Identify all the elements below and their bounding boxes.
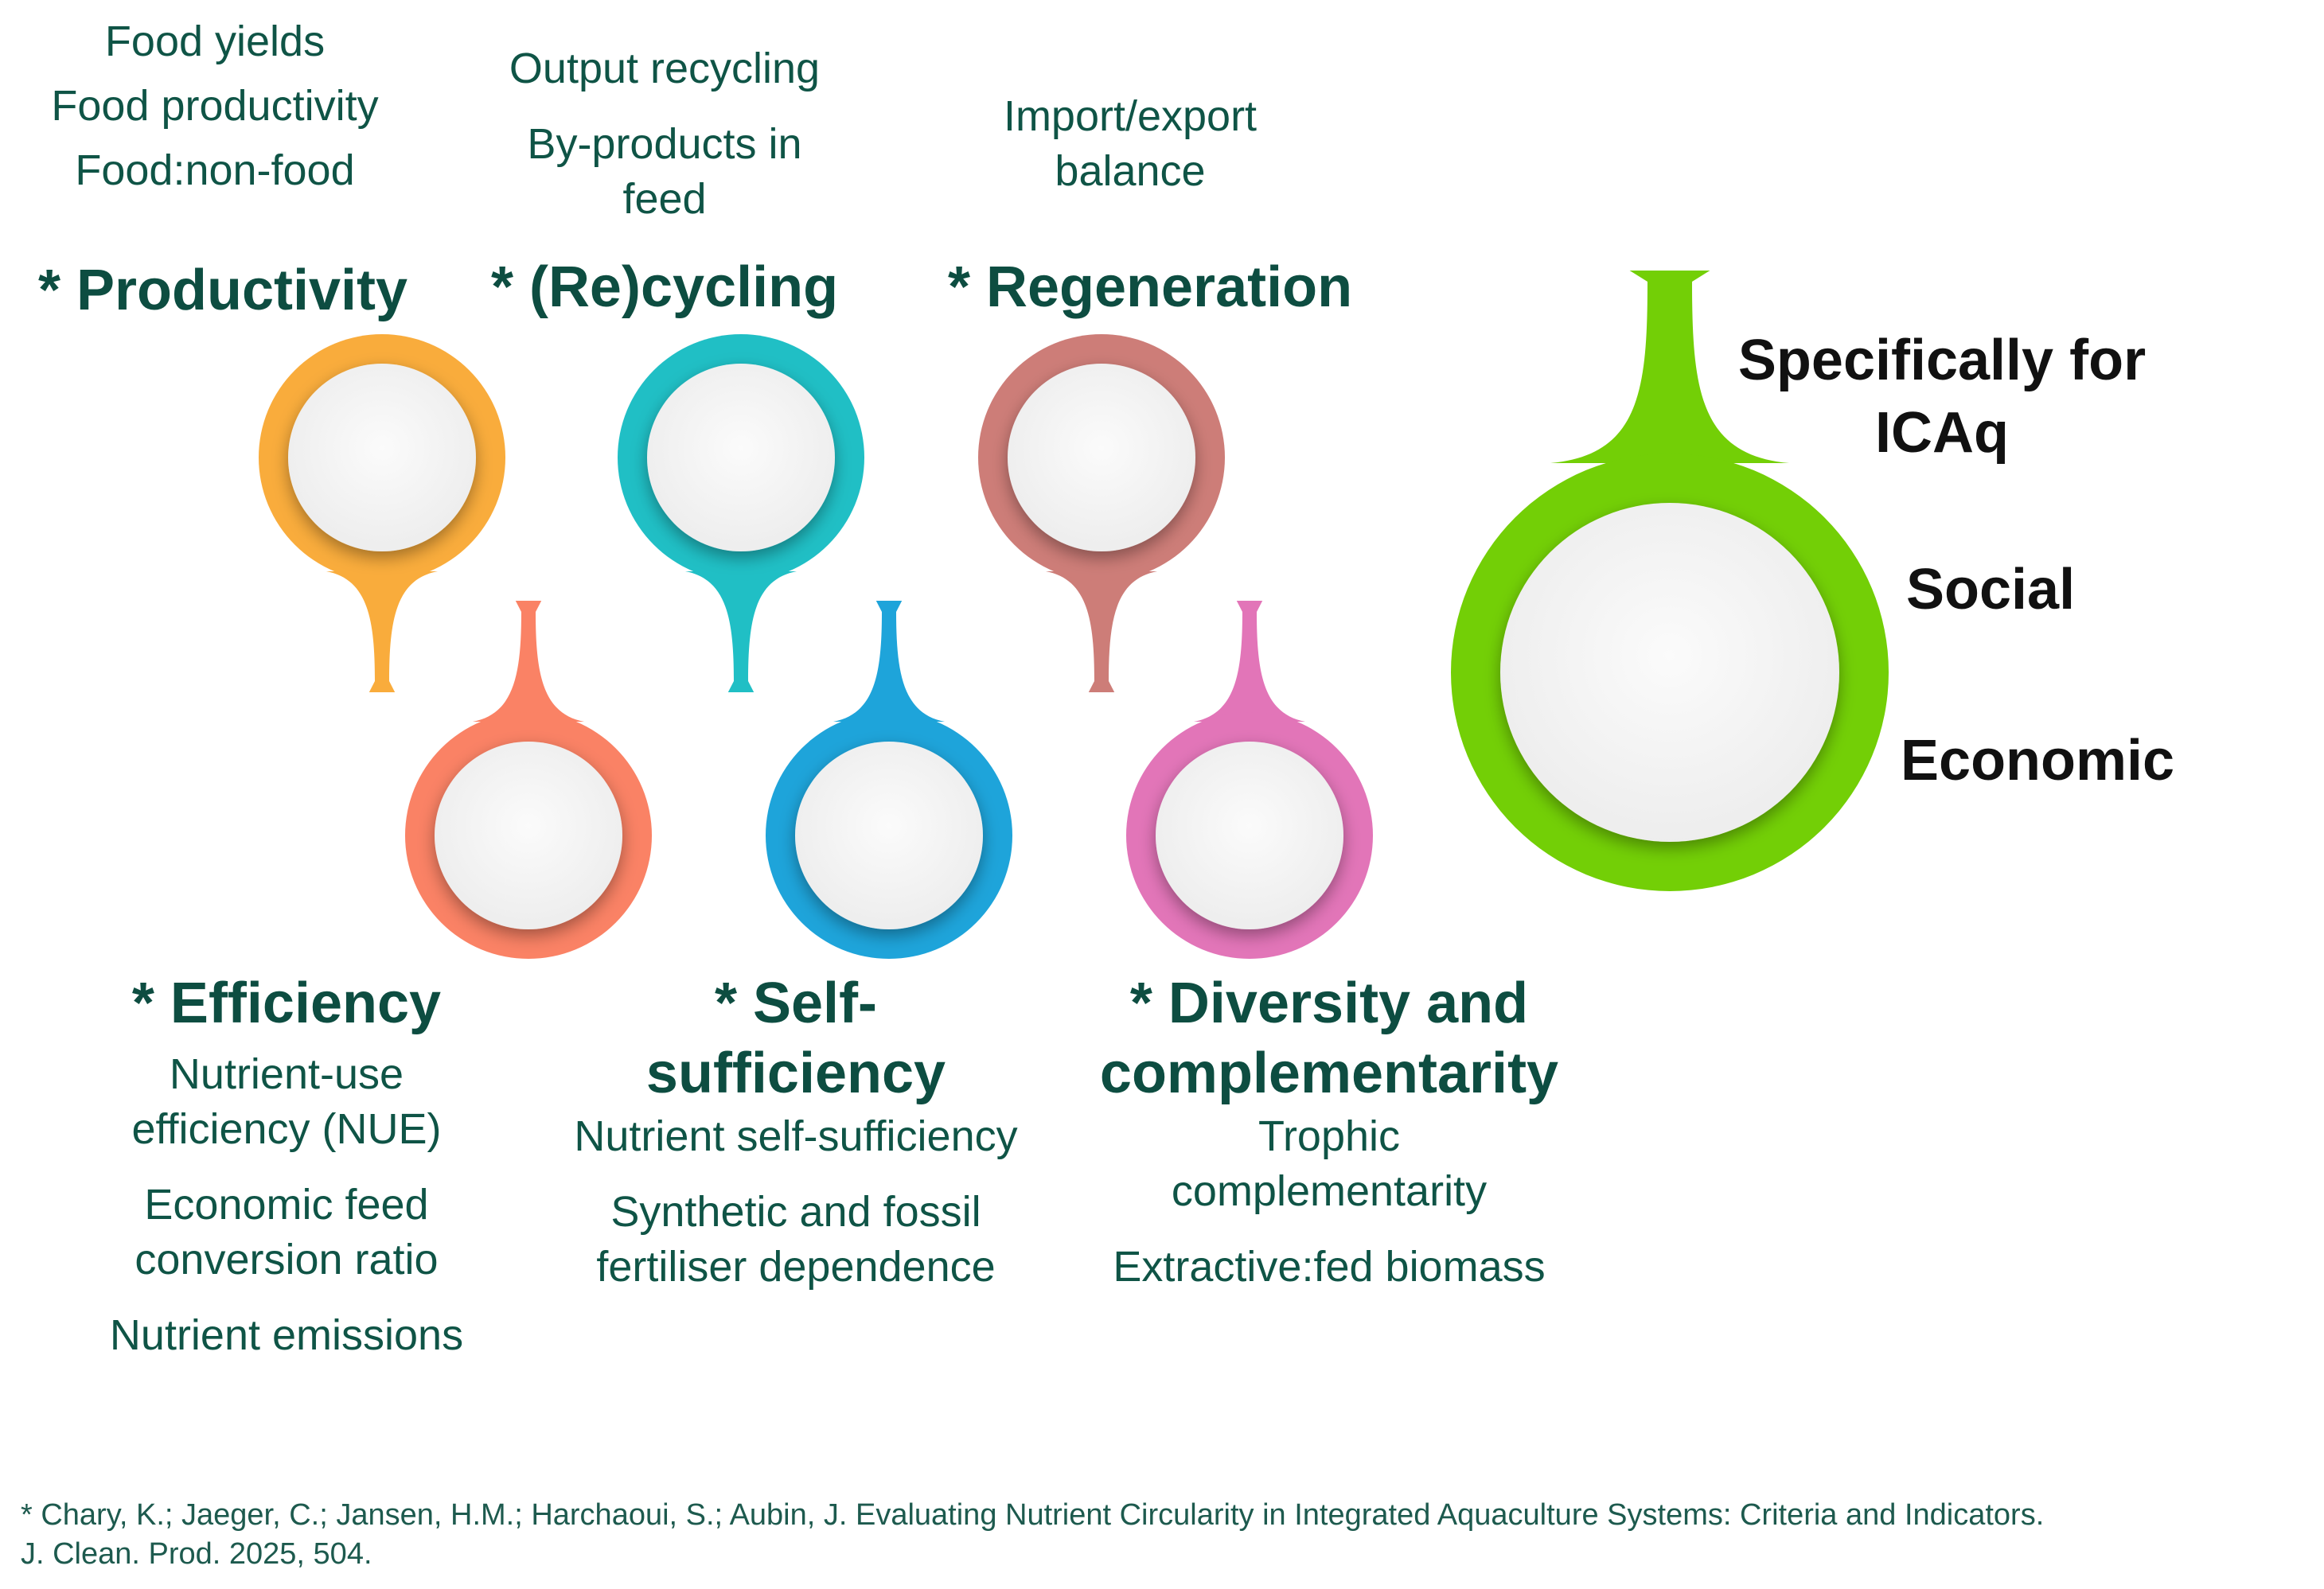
indicator-food-yields: Food yields [104,18,326,65]
marker-productivity [259,334,505,692]
marker-stem [326,571,438,692]
citation-line1: * Chary, K.; Jaeger, C.; Jansen, H.M.; H… [21,1498,2045,1532]
indicator-efcr-line2: conversion ratio [135,1236,439,1284]
marker-diversity [1126,601,1373,959]
marker-center [288,364,476,551]
marker-icaq [1451,271,1889,891]
indicator-nutrient-self-sufficiency: Nutrient self-sufficiency [574,1112,1018,1160]
productivity-indicators: Food yields Food productivity Food:non-f… [48,14,382,198]
indicator-food-non-food: Food:non-food [75,146,355,195]
indicator-by-products-line1: By-products in [527,120,802,169]
marker-center [1156,742,1343,929]
marker-stem [685,571,797,692]
diversity-block: * Diversity and complementarity Trophic … [1066,969,1592,1295]
icaq-item-social: Social [1906,558,2076,621]
criterion-title-self-sufficiency-line1: * Self- [714,972,878,1035]
marker-center [647,364,835,551]
self-sufficiency-block: * Self- sufficiency Nutrient self-suffic… [541,969,1051,1295]
marker-stem [1550,271,1789,463]
marker-center [1500,503,1839,842]
indicator-food-productivity: Food productivity [51,82,379,130]
indicator-output-recycling: Output recycling [509,45,821,92]
criterion-title-recycling: * (Re)cycling [490,255,839,319]
indicator-nue-line2: efficiency (NUE) [131,1104,442,1153]
marker-stem [1046,571,1157,692]
indicator-nutrient-emissions: Nutrient emissions [109,1311,464,1360]
indicator-by-products-line2: feed [622,175,707,224]
criterion-title-diversity-line1: * Diversity and [1129,972,1529,1035]
marker-center [1008,364,1195,551]
indicator-extractive-fed: Extractive:fed biomass [1113,1242,1546,1291]
citation-line2: J. Clean. Prod. 2025, 504. [21,1537,372,1571]
criterion-title-diversity-line2: complementarity [1099,1041,1559,1105]
marker-stem [1194,601,1305,722]
icaq-item-economic: Economic [1901,729,2175,793]
indicator-fertiliser-line1: Synthetic and fossil [610,1187,981,1236]
efficiency-block: * Efficiency Nutrient-use efficiency (NU… [64,969,509,1363]
indicator-fertiliser-line2: fertiliser dependence [596,1242,996,1291]
icaq-title-line1: Specifically for [1737,329,2147,392]
regeneration-indicators: Import/export balance [939,89,1321,199]
marker-center [795,742,983,929]
marker-recycling [618,334,864,692]
citation-footnote: * Chary, K.; Jaeger, C.; Jansen, H.M.; H… [21,1496,2044,1575]
marker-regeneration [978,334,1225,692]
indicator-import-export-line2: balance [1055,147,1206,196]
marker-self-sufficiency [766,601,1012,959]
marker-stem [833,601,945,722]
icaq-title-line2: ICAq [1875,401,2009,465]
indicator-nue-line1: Nutrient-use [169,1050,404,1098]
indicator-trophic-line1: Trophic [1258,1112,1401,1160]
marker-stem [473,601,584,722]
indicator-trophic-line2: complementarity [1171,1166,1488,1215]
criterion-title-self-sufficiency-line2: sufficiency [645,1041,946,1105]
criterion-title-productivity: * Productivity [37,259,408,322]
marker-efficiency [405,601,652,959]
recycling-indicators: Output recycling By-products in feed [478,41,852,227]
criterion-title-regeneration: * Regeneration [947,255,1353,319]
indicator-import-export-line1: Import/export [1003,92,1258,140]
indicator-efcr-line1: Economic feed [144,1181,429,1229]
criterion-title-efficiency: * Efficiency [131,972,442,1035]
marker-center [435,742,622,929]
icaq-title: Specifically for ICAq [1663,325,2221,470]
